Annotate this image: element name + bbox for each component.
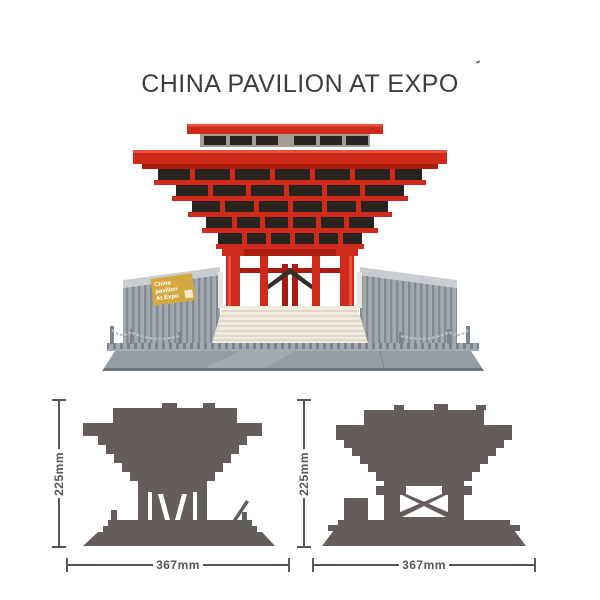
dimension-line	[303, 498, 305, 546]
side-view-width-label: 367mm	[402, 558, 446, 572]
stair-edge-column	[218, 272, 223, 308]
chain-fence-left	[110, 326, 181, 344]
front-view-silhouette	[83, 403, 275, 546]
expo-sign: China pavilion At Expo	[150, 273, 196, 306]
chain-fence-right	[399, 326, 470, 344]
penthouse	[187, 124, 383, 147]
dimension-tick	[534, 558, 536, 572]
dimension-tick	[297, 546, 311, 548]
sign-qr	[184, 289, 194, 299]
product-title: CHINA PAVILION AT EXPO	[141, 70, 459, 98]
silhouette-arch-gap	[407, 486, 441, 494]
base-platform	[102, 343, 484, 371]
dimension-line	[68, 564, 154, 566]
front-view-height-label: 225mm	[52, 451, 66, 496]
pavilion-photo: China pavilion At Expo	[102, 124, 484, 371]
pyramid-tiers	[154, 169, 426, 249]
dimension-tick	[312, 558, 314, 572]
sign-line3: At Expo	[156, 293, 180, 302]
front-view-width-dimension: 367mm	[66, 557, 290, 573]
dimension-tick	[52, 546, 66, 548]
dimension-tick	[66, 558, 68, 572]
right-wing-building	[357, 267, 457, 343]
dimension-line	[303, 401, 305, 449]
dimension-tick	[52, 399, 66, 401]
dimension-line	[314, 564, 400, 566]
sign-line1: China	[154, 280, 172, 288]
side-view-height-dimension: 225mm	[297, 399, 311, 548]
silhouette-side-box	[344, 498, 368, 520]
side-view-silhouette	[322, 404, 526, 546]
staircase	[212, 306, 368, 343]
dimension-line	[58, 498, 60, 546]
back-pillar	[292, 264, 298, 306]
dimension-line	[58, 401, 60, 449]
dimension-line	[448, 564, 534, 566]
dimension-tick	[297, 399, 311, 401]
side-view-width-dimension: 367mm	[312, 557, 536, 573]
front-view-width-label: 367mm	[156, 558, 200, 572]
dust-speck	[475, 60, 481, 64]
stair-edge-column	[357, 272, 362, 308]
dimension-line	[202, 564, 288, 566]
sign-line2: pavilion	[155, 286, 179, 295]
cross-brace	[266, 268, 314, 291]
front-view-height-dimension: 225mm	[52, 399, 66, 548]
silhouette-crane	[233, 500, 249, 520]
entrance-pillars	[222, 249, 358, 308]
dimension-tick	[288, 558, 290, 572]
back-pillar	[282, 264, 288, 306]
side-view-height-label: 225mm	[297, 451, 311, 496]
main-roof	[133, 150, 447, 169]
